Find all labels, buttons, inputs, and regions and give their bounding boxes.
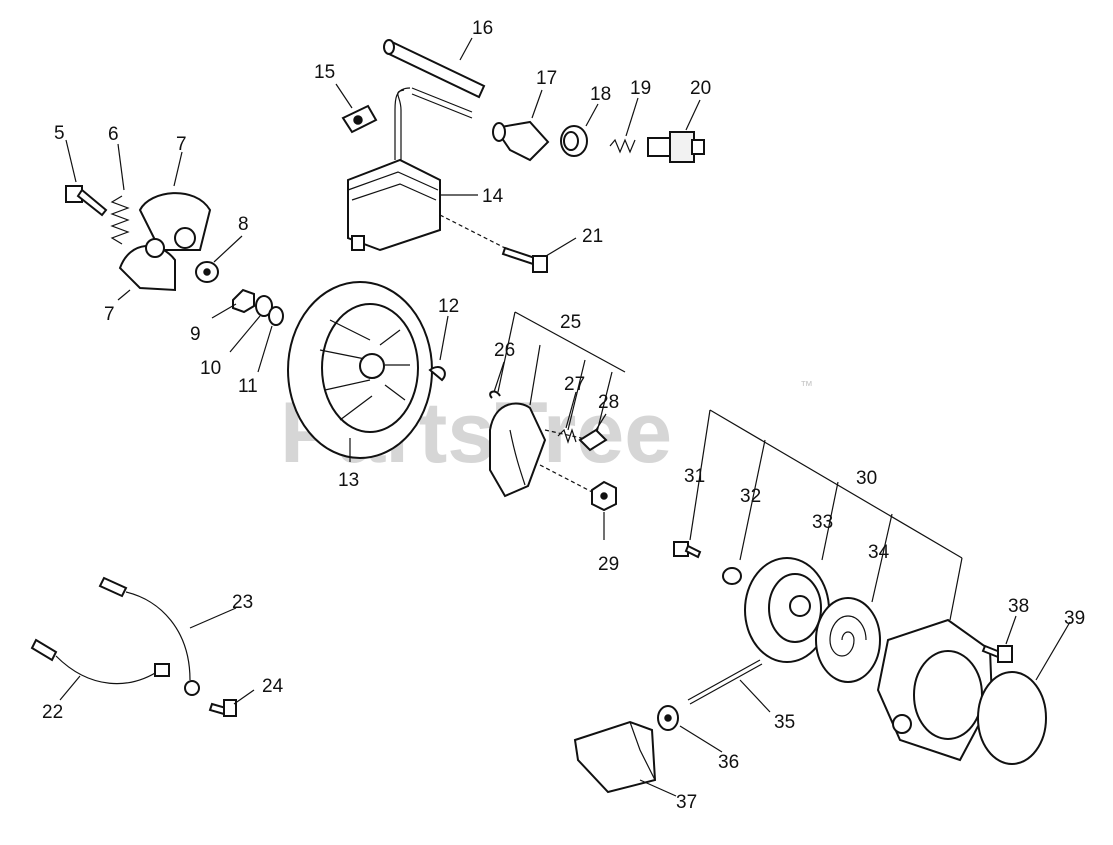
part-26-circlip	[489, 390, 501, 399]
label-29: 29	[598, 554, 619, 575]
label-38: 38	[1008, 596, 1029, 617]
label-17: 17	[536, 68, 557, 89]
part-34-recoil-spring	[815, 597, 881, 683]
label-15: 15	[314, 62, 335, 83]
part-13-flywheel	[287, 281, 433, 459]
label-5: 5	[54, 123, 65, 144]
label-22: 22	[42, 702, 63, 723]
label-27: 27	[564, 374, 585, 395]
part-31-screw	[673, 541, 702, 559]
part-28-bushing	[578, 428, 608, 452]
watermark-trademark: ™	[800, 378, 813, 393]
part-35-rope	[687, 659, 763, 705]
label-25: 25	[560, 312, 581, 333]
label-11: 11	[238, 376, 258, 397]
bracket-25	[514, 311, 626, 373]
part-27-spring	[557, 428, 577, 444]
part-19-spring	[609, 138, 636, 154]
label-9: 9	[190, 324, 201, 345]
part-12-key	[428, 366, 446, 382]
label-7-lower: 7	[104, 304, 115, 325]
part-37-handle	[573, 720, 657, 794]
part-22-wire	[30, 638, 170, 685]
bracket-30	[709, 409, 963, 559]
part-29-nut	[591, 480, 617, 512]
label-14: 14	[482, 186, 504, 207]
part-24-screw	[208, 699, 237, 717]
label-20: 20	[690, 78, 711, 99]
label-31: 31	[684, 466, 705, 487]
label-6: 6	[108, 124, 119, 145]
label-16: 16	[472, 18, 493, 39]
label-39: 39	[1064, 608, 1085, 629]
part-18-cap	[560, 125, 588, 157]
label-37: 37	[676, 792, 697, 813]
label-18: 18	[590, 84, 611, 105]
label-13: 13	[338, 470, 359, 491]
label-12: 12	[438, 296, 459, 317]
leader-lines	[59, 37, 1071, 797]
label-21: 21	[582, 226, 603, 247]
label-8: 8	[238, 214, 249, 235]
part-11-washer	[268, 306, 284, 326]
part-8-washer	[195, 261, 219, 283]
label-32: 32	[740, 486, 761, 507]
part-7-clutch-shoes	[118, 192, 212, 292]
part-32-washer	[722, 567, 742, 585]
part-21-bolt	[501, 246, 548, 273]
part-20-plug	[647, 131, 705, 163]
label-26: 26	[494, 340, 515, 361]
part-14-coil	[347, 158, 506, 252]
part-36-grommet	[657, 705, 679, 731]
part-9-nut	[232, 288, 255, 314]
label-10: 10	[200, 358, 221, 379]
part-16-tube	[383, 39, 486, 160]
part-30-starter-housing	[876, 618, 994, 762]
label-35: 35	[774, 712, 795, 733]
label-33: 33	[812, 512, 833, 533]
part-15-clip	[341, 104, 378, 134]
part-5-bolt	[65, 185, 108, 217]
label-19: 19	[630, 78, 651, 99]
part-39-screen	[977, 671, 1047, 765]
label-30: 30	[856, 468, 877, 489]
part-10-washer	[255, 295, 273, 317]
label-34: 34	[868, 542, 890, 563]
part-6-spring	[110, 195, 130, 245]
label-7-upper: 7	[176, 134, 187, 155]
part-38-screw	[981, 644, 1013, 663]
part-17-boot	[492, 120, 550, 162]
label-28: 28	[598, 392, 619, 413]
label-36: 36	[718, 752, 739, 773]
part-23-wire	[98, 576, 200, 696]
part-clutch-drum	[489, 402, 597, 498]
label-23: 23	[232, 592, 253, 613]
label-24: 24	[262, 676, 284, 697]
